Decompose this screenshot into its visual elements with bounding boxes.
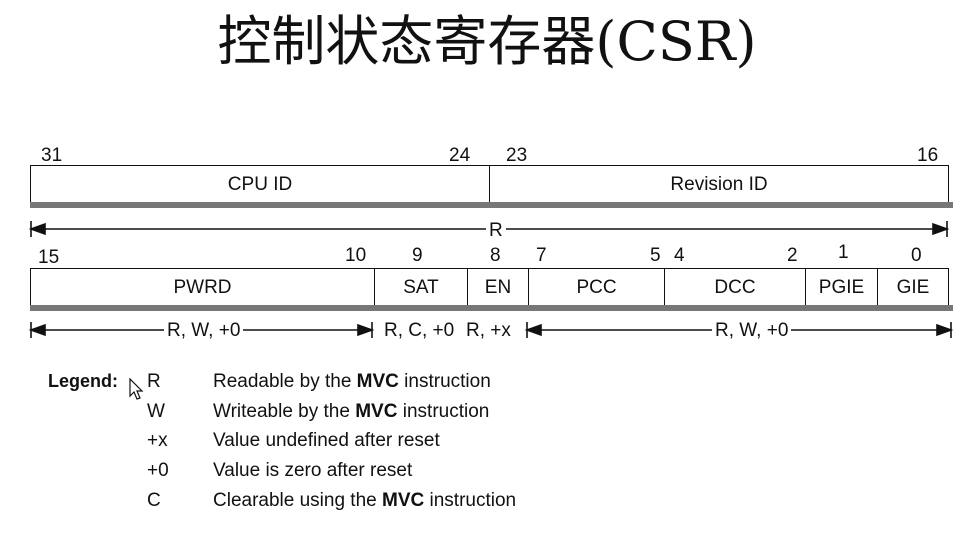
bit-2: 2 — [787, 245, 798, 266]
arrow-r-left-head — [28, 222, 46, 236]
bit-4: 4 — [674, 245, 685, 266]
mouse-pointer-icon — [129, 378, 144, 400]
field-pgie: PGIE — [805, 268, 878, 308]
bit-24: 24 — [449, 145, 471, 166]
access-sat: R, C, +0 — [381, 320, 458, 342]
access-upper: R — [486, 220, 506, 242]
arrow-pwrd-right-head — [357, 323, 375, 337]
field-pcc: PCC — [528, 268, 665, 308]
bit-23: 23 — [506, 145, 528, 166]
bit-8: 8 — [490, 245, 501, 266]
field-pwrd: PWRD — [30, 268, 375, 308]
page-title: 控制状态寄存器(CSR) — [217, 10, 757, 73]
field-en: EN — [467, 268, 529, 308]
access-pcc-gie: R, W, +0 — [712, 320, 792, 342]
arrow-pwrd-left-head — [28, 323, 46, 337]
access-pwrd: R, W, +0 — [164, 320, 244, 342]
arrow-r-right-head — [932, 222, 950, 236]
legend-label: Legend: — [48, 371, 118, 391]
arrow-pcc-gie-left-head — [524, 323, 542, 337]
arrow-pcc-gie-right-head — [936, 323, 954, 337]
access-en: R, +x — [466, 320, 511, 342]
bit-5: 5 — [650, 245, 661, 266]
bit-16: 16 — [917, 145, 939, 166]
bit-15: 15 — [38, 247, 60, 268]
field-dcc: DCC — [664, 268, 806, 308]
field-gie: GIE — [877, 268, 949, 308]
bit-1: 1 — [838, 242, 849, 263]
field-revision-id: Revision ID — [489, 165, 949, 205]
lower-register-shadow — [30, 305, 953, 311]
bit-9: 9 — [412, 245, 423, 266]
bit-7: 7 — [536, 245, 547, 266]
bit-0: 0 — [911, 245, 922, 266]
bit-10: 10 — [345, 245, 367, 266]
bit-31: 31 — [41, 145, 63, 166]
upper-register-shadow — [30, 202, 953, 208]
